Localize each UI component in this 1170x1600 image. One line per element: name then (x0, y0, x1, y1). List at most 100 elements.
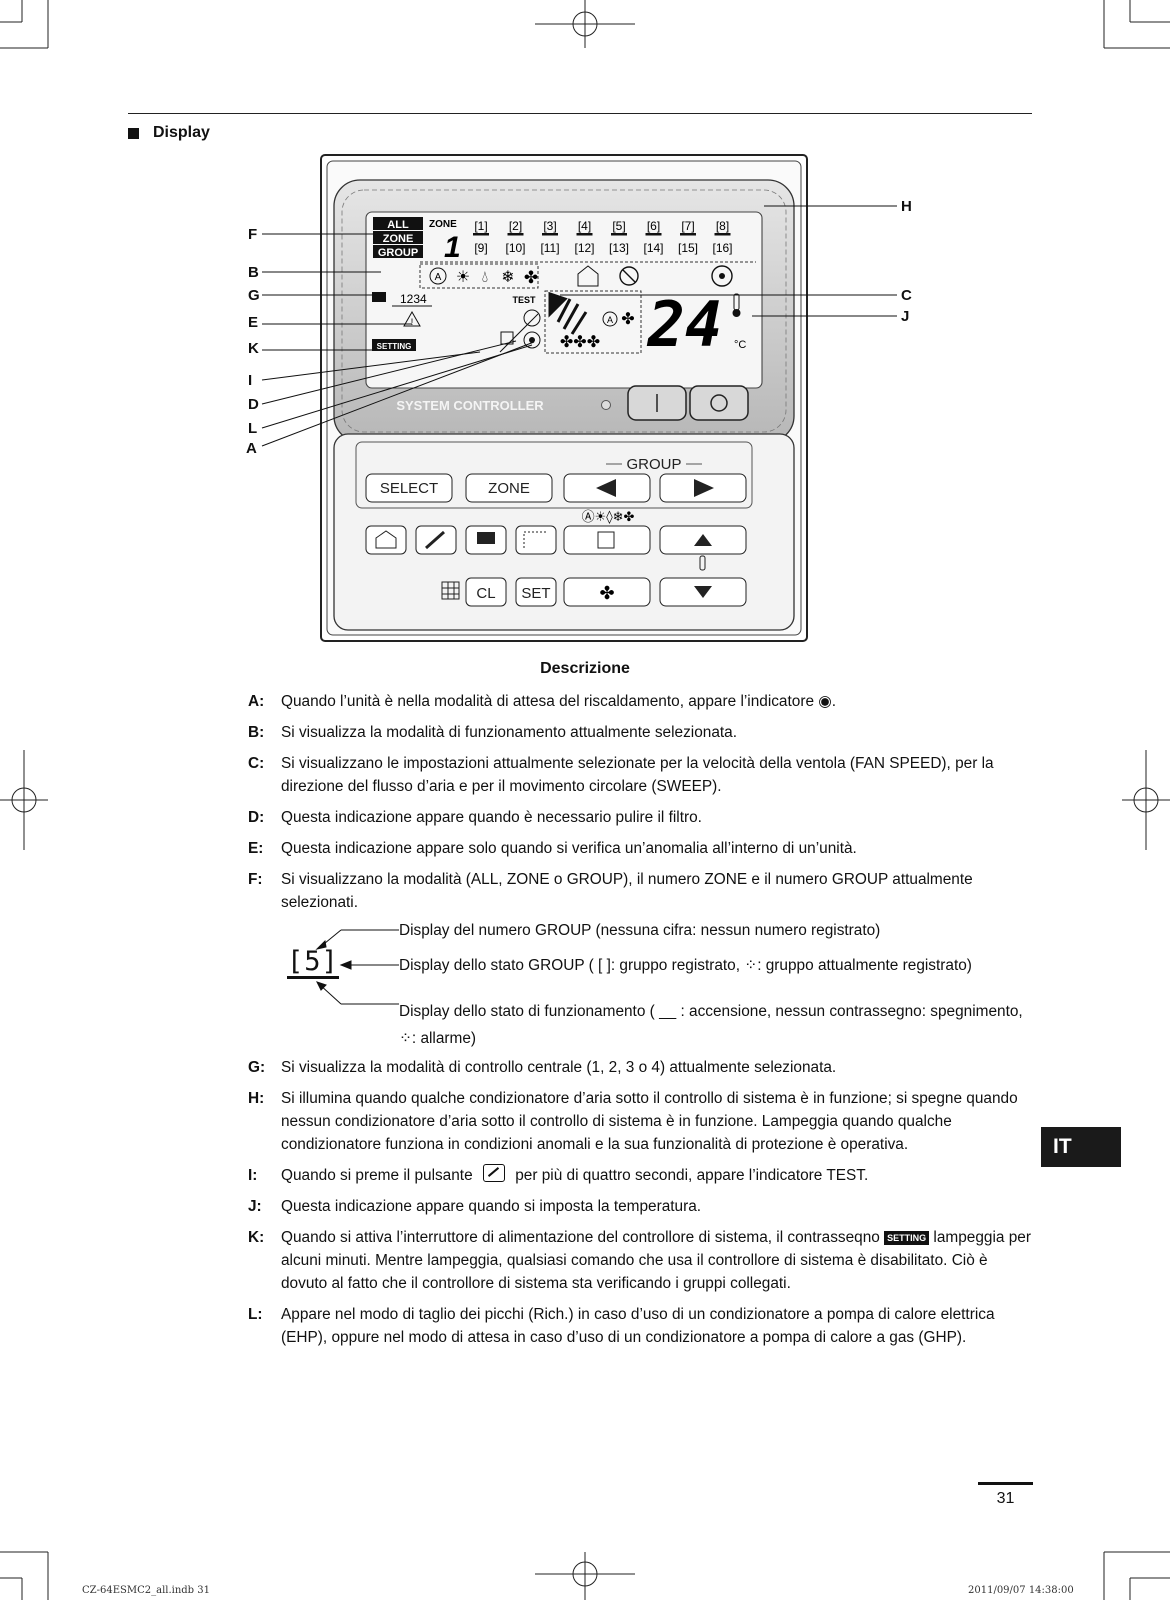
group-number: [7] (681, 219, 694, 233)
svg-text:CL: CL (476, 585, 495, 602)
fan-mode-icon: ✤ (524, 268, 538, 288)
mode-group-label: GROUP (378, 247, 418, 259)
fan-speed-button[interactable] (563, 577, 651, 607)
callout-lines (261, 205, 897, 447)
callout-c: C (901, 287, 912, 304)
page-number-rule (978, 1482, 1033, 1485)
group-number: [1] (474, 219, 487, 233)
house-button-icon (375, 530, 397, 549)
desc-item-b: B:Si visualizza la modalità di funzionam… (248, 724, 737, 741)
desc-item-g: G:Si visualizza la modalità di controllo… (248, 1059, 837, 1076)
group-number: [14] (643, 241, 663, 255)
louver-icon (523, 531, 546, 548)
mode-zone-label: ZONE (383, 233, 414, 245)
set-button[interactable] (515, 577, 557, 607)
group-status-bar (645, 233, 662, 236)
callout-d: D (248, 396, 259, 413)
cl-button[interactable] (465, 577, 507, 607)
desc-item-d: D:Questa indicazione appare quando è nec… (248, 809, 702, 826)
footer-file: CZ-64ESMC2_all.indb 31 (82, 1585, 210, 1596)
setting-badge-inline: SETTING (884, 1231, 930, 1245)
group-status-bar (576, 233, 593, 236)
svg-text:A: A (435, 272, 442, 283)
mode-button[interactable] (563, 525, 651, 555)
group-detail: [5] Display del numero GROUP (nessuna ci… (281, 918, 1033, 1047)
airflow-direction-icon (548, 291, 588, 335)
wrench-button-icon (482, 1164, 505, 1182)
louver-button[interactable] (515, 525, 557, 555)
callout-f: F (248, 226, 258, 243)
select-button[interactable] (365, 473, 453, 503)
description-list: A:Quando l’unità è nella modalità di att… (248, 690, 1033, 1357)
callout-g: G (248, 287, 260, 304)
prohibited-icon (619, 266, 639, 286)
off-button[interactable] (689, 385, 749, 421)
group-number-symbol: [5] (287, 946, 339, 979)
svg-text:SELECT: SELECT (380, 480, 438, 497)
group-detail-arrows (315, 929, 399, 1005)
zone-button[interactable] (465, 473, 553, 503)
callout-j: J (901, 308, 910, 325)
thermometer-small-icon (699, 555, 706, 571)
group-status-bar (542, 233, 558, 236)
group-detail-line-2: Display dello stato GROUP ( [ ]: gruppo … (399, 957, 972, 974)
callout-e: E (248, 314, 259, 331)
svg-text:SET: SET (521, 585, 550, 602)
cool-mode-icon: ❄ (501, 267, 514, 286)
desc-item-f: F:Si visualizzano la modalità (ALL, ZONE… (248, 871, 973, 911)
power-standby-icon (523, 309, 541, 327)
group-number: [15] (678, 241, 698, 255)
svg-text:ZONE: ZONE (488, 480, 530, 497)
status-led (601, 400, 611, 410)
desc-item-e: E:Questa indicazione appare solo quando … (248, 840, 857, 857)
group-number: [2] (509, 219, 522, 233)
filter-grid-icon (441, 581, 460, 600)
central-icon (477, 532, 495, 544)
mode-button-icon (597, 531, 615, 549)
group-detail-line-1: Display del numero GROUP (nessuna cifra:… (399, 922, 881, 939)
heat-mode-icon: ☀ (456, 267, 470, 286)
group-detail-line-3: Display dello stato di funzionamento ( _… (399, 1003, 1023, 1047)
group-number-grid: [1][2][3][4][5][6][7][8][9][10][11][12][… (473, 219, 733, 255)
group-status-bar (680, 233, 696, 236)
desc-item-a: A:Quando l’unità è nella modalità di att… (248, 693, 836, 710)
section-title: Display (128, 124, 210, 142)
header-rule (128, 113, 1032, 114)
callout-k: K (248, 340, 259, 357)
group-status-bar (507, 233, 524, 236)
page-number: 31 (996, 1490, 1015, 1507)
wrench-icon (425, 530, 445, 550)
desc-item-i: I: Quando si preme il pulsante per più d… (248, 1164, 1033, 1187)
mode-icons-strip: Ⓐ☀◊❄✤ (582, 510, 635, 525)
desc-item-l: L:Appare nel modo di taglio dei picchi (… (248, 1306, 995, 1346)
group-number: [5] (612, 219, 625, 233)
group-status-bar (473, 233, 489, 236)
group-number: [6] (647, 219, 660, 233)
zone-number: 1 (444, 231, 461, 264)
down-arrow-icon (694, 586, 712, 598)
controller-illustration: ALL ZONE GROUP ZONE 1 [1][2][3][4][5][6]… (320, 154, 808, 642)
house-icon (577, 265, 599, 287)
callout-h: H (901, 198, 912, 215)
group-number: [13] (609, 241, 629, 255)
footer-timestamp: 2011/09/07 14:38:00 (968, 1585, 1074, 1596)
temperature-unit: °C (734, 339, 746, 351)
svg-text:!: ! (411, 317, 414, 327)
svg-text:✤✤✤: ✤✤✤ (560, 332, 600, 351)
callout-l: L (248, 420, 258, 437)
dry-mode-icon: 💧︎ (482, 267, 488, 286)
group-label: GROUP (626, 456, 681, 473)
group-number: [9] (474, 241, 487, 255)
group-number: [11] (540, 241, 559, 255)
callout-i: I (248, 372, 253, 389)
group-status-bar (714, 233, 731, 236)
filter-icon (500, 331, 514, 345)
group-number: [8] (716, 219, 729, 233)
desc-item-k: K: Quando si attiva l’interruttore di al… (248, 1229, 1031, 1292)
fan-speed-icon: ✤ (621, 309, 634, 328)
auto-mode-icon (429, 267, 447, 285)
language-tab: IT (1041, 1127, 1121, 1167)
callout-b: B (248, 264, 259, 281)
central-code: 1234 (400, 292, 427, 306)
